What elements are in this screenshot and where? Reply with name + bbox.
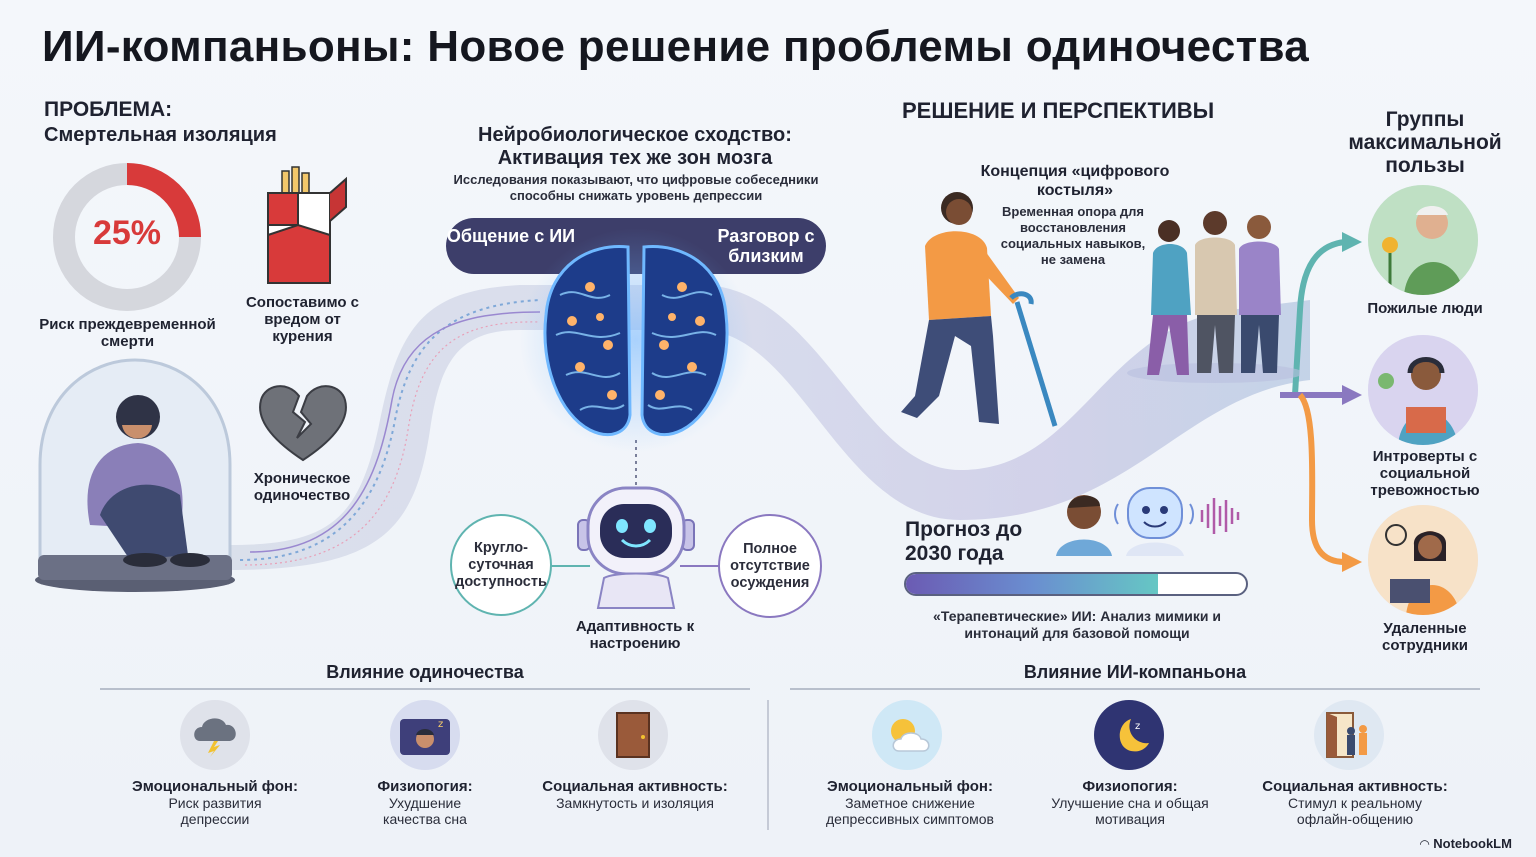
impact-loneliness-item-2: Физиопогия: Ухудшение качества сна [345,778,505,827]
svg-text:z: z [438,719,443,730]
impact-loneliness-item-1-text: Риск развития депрессии [168,795,262,827]
svg-text:z: z [1135,721,1140,732]
impact-loneliness-item-2-title: Физиопогия: [377,778,473,795]
sun-cloud-icon [872,700,942,770]
robot-companion-icon [577,486,695,609]
smoking-label: Сопоставимо с вредом от курения [245,294,360,345]
impact-loneliness-heading: Влияние одиночества [326,662,524,682]
group-remote-workers-image [1368,505,1478,615]
forecast-progress-bar [904,572,1248,596]
problem-heading: ПРОБЛЕМА: [44,98,173,121]
man-with-cane-illustration [901,192,1058,427]
feature-no-judgement: Полное отсутствие осуждения [718,514,822,618]
risk-donut-arc [53,163,201,311]
impact-ai-item-2: Физиопогия: Улучшение сна и общая мотива… [1050,778,1210,827]
feature-mood-adaptivity-label: Адаптивность к настроению [575,618,695,652]
crutch-title: Концепция «цифрового костыля» [980,163,1170,199]
impact-ai-divider [790,688,1480,690]
impact-loneliness-item-3-title: Социальная активность: [542,778,728,795]
solution-heading: РЕШЕНИЕ И ПЕРСПЕКТИВЫ [902,98,1215,123]
impact-vertical-divider [767,700,769,830]
elderly-gardener-icon [1368,185,1478,295]
impact-ai-item-3-text: Стимул к реальному офлайн-общению [1287,795,1422,827]
crutch-text: Временная опора для восстановления социа… [1000,204,1146,267]
impact-ai-item-1-text: Заметное снижение депрессивных симптомов [826,795,994,827]
forecast-text: «Терапевтические» ИИ: Анализ мимики и ин… [933,608,1221,641]
moon-sleep-icon: z [1094,700,1164,770]
problem-subheading: Смертельная изоляция [44,124,277,146]
glowing-brain-icon [520,228,752,452]
pill-close-person-talk: Разговор с близким [636,218,826,274]
closed-door-icon [598,700,668,770]
impact-ai-item-2-title: Физиопогия: [1082,778,1178,795]
impact-loneliness-item-2-text: Ухудшение качества сна [383,795,467,827]
group-of-people-illustration [1127,211,1300,383]
impact-loneliness-item-3: Социальная активность: Замкнутость и изо… [530,778,740,811]
neuro-heading: Нейробиологическое сходство: Активация т… [478,124,792,169]
impact-ai-item-2-text: Улучшение сна и общая мотивация [1051,795,1209,827]
risk-donut-chart [53,163,201,311]
group-introverts-image [1368,335,1478,445]
notebooklm-brand: ◠ NotebookLM [1420,836,1512,851]
risk-label: Риск преждевременной смерти [39,316,216,350]
impact-ai-heading: Влияние ИИ-компаньона [1023,662,1247,682]
group-introverts-label: Интроверты с социальной тревожностью [1370,448,1480,499]
feature-24-7-availability: Кругло-суточная доступность [450,514,552,616]
feature-no-judgement-label: Полное отсутствие осуждения [730,540,810,591]
remote-worker-laptop-icon [1368,505,1478,615]
introvert-reading-icon [1368,335,1478,445]
impact-loneliness-item-1-title: Эмоциональный фон: [132,778,298,795]
sleepless-person-icon: z [390,700,460,770]
impact-loneliness-item-1: Эмоциональный фон: Риск развития депресс… [120,778,310,827]
page-title: ИИ-компаньоны: Новое решение проблемы од… [42,22,1310,71]
storm-cloud-icon [180,700,250,770]
notebooklm-brand-text: NotebookLM [1433,836,1512,851]
broken-heart-icon [259,385,347,462]
isolated-person-dome-illustration [35,358,235,592]
impact-loneliness-item-3-text: Замкнутость и изоляция [556,795,714,811]
impact-loneliness-divider [100,688,750,690]
group-elderly-image [1368,185,1478,295]
open-door-people-icon [1314,700,1384,770]
forecast-progress-fill [906,574,1158,594]
groups-heading: Группы максимальной пользы [1348,108,1502,177]
person-and-ai-faces-icon [1056,487,1240,556]
impact-ai-item-1: Эмоциональный фон: Заметное снижение деп… [805,778,1015,827]
cigarette-pack-icon [267,166,347,284]
neuro-note: Исследования показывают, что цифровые со… [453,172,819,203]
feature-24-7-label: Кругло-суточная доступность [455,539,547,590]
impact-ai-item-3-title: Социальная активность: [1262,778,1448,795]
group-elderly-label: Пожилые люди [1367,300,1483,317]
impact-ai-item-3: Социальная активность: Стимул к реальном… [1255,778,1455,827]
notebooklm-logo-icon: ◠ [1420,836,1430,851]
forecast-title: Прогноз до 2030 года [905,518,1023,565]
impact-ai-item-1-title: Эмоциональный фон: [827,778,993,795]
chronic-loneliness-label: Хроническое одиночество [253,470,351,504]
risk-percent: 25% [92,214,162,252]
group-remote-workers-label: Удаленные сотрудники [1382,620,1468,654]
